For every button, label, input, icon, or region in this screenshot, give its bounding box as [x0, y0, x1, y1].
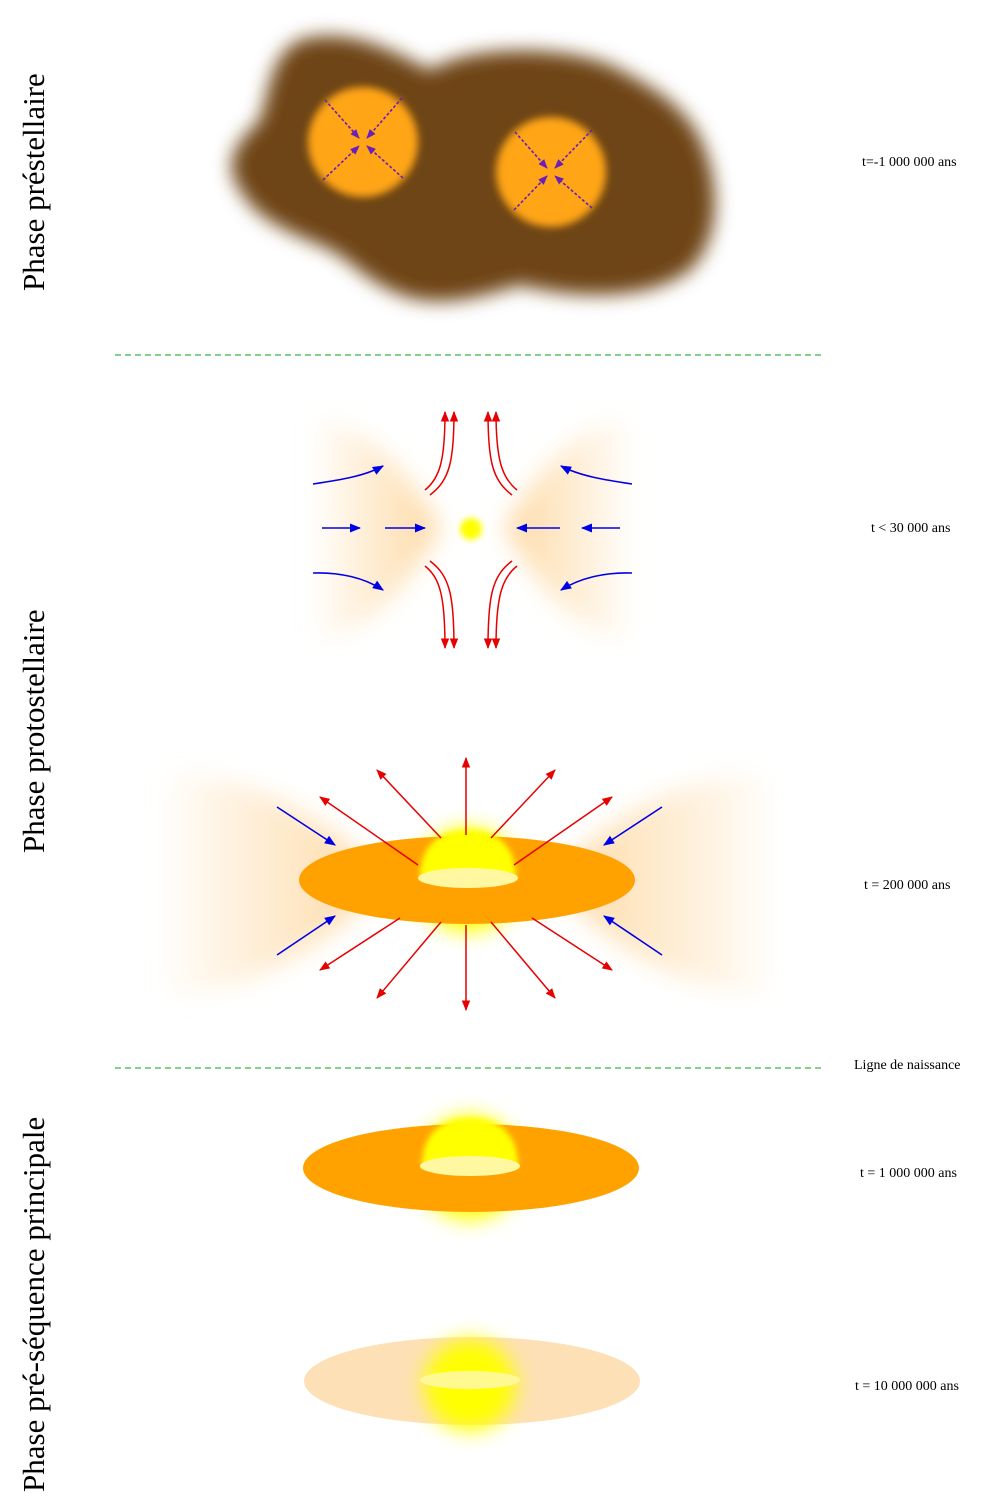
time-label-t4: t = 1 000 000 ans [860, 1166, 957, 1181]
infall-arrows [312, 465, 633, 591]
pre-main-sequence-1 [303, 1116, 639, 1220]
star-top-2 [420, 830, 516, 878]
star-top-3 [422, 1118, 518, 1166]
envelope-left-2 [165, 774, 385, 995]
dense-core-left [308, 87, 418, 197]
collapse-arrows-left [322, 97, 404, 181]
collapse-arrows-right [513, 129, 593, 211]
dense-core-right [496, 117, 606, 227]
phase-label-prestellar: Phase préstellaire [16, 73, 51, 291]
star-equator-3 [420, 1156, 520, 1176]
envelope-right [505, 420, 630, 640]
birthline-label: Ligne de naissance [854, 1058, 961, 1073]
outflow-arrows-2 [319, 756, 613, 1012]
star-equator-2 [418, 868, 518, 888]
infall-arrows-2 [276, 806, 663, 956]
phase-label-pre-main-sequence: Phase pré-séquence principale [16, 1116, 51, 1492]
time-label-t3: t = 200 000 ans [864, 878, 951, 893]
prestellar-cloud [231, 35, 715, 302]
star-equator-4 [420, 1371, 520, 1389]
time-label-t2: t < 30 000 ans [871, 521, 951, 536]
protostar-core [460, 518, 482, 540]
molecular-cloud [231, 35, 715, 302]
time-label-t1: t=-1 000 000 ans [862, 155, 957, 170]
protostar-disk-stage [165, 756, 770, 1012]
pre-main-sequence-2 [304, 1337, 640, 1431]
phase-label-protostellar: Phase protostellaire [16, 609, 51, 853]
envelope-left [315, 420, 440, 640]
envelope-right-2 [552, 774, 770, 995]
outflow-arrows [424, 410, 518, 650]
protostar-early [312, 410, 633, 650]
time-label-t5: t = 10 000 000 ans [855, 1379, 959, 1394]
